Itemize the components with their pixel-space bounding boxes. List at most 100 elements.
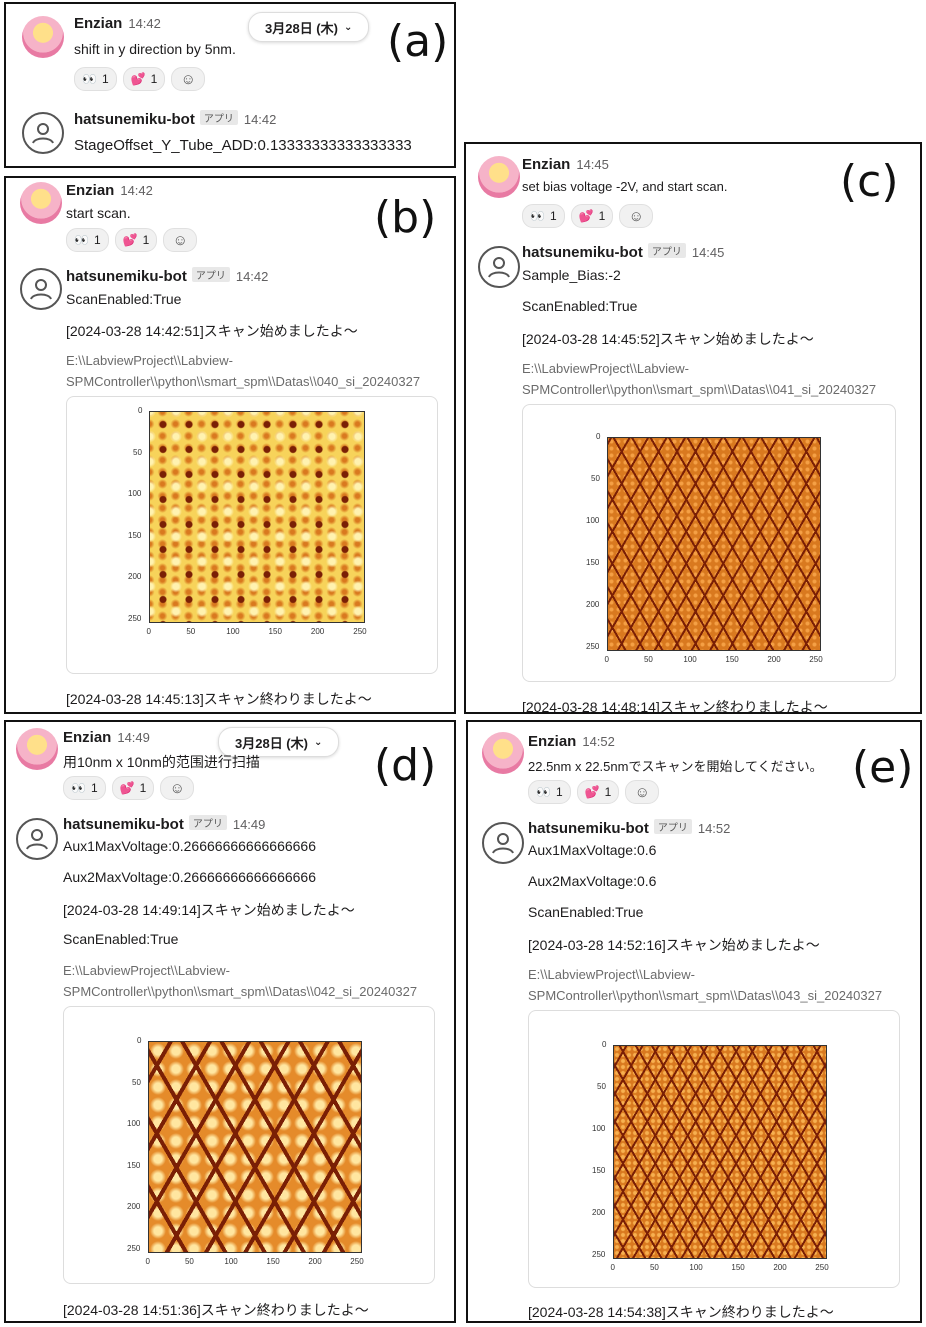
- stm-image[interactable]: [613, 1045, 827, 1259]
- x-tick-label: 50: [184, 1257, 194, 1266]
- bot-line: [2024-03-28 14:45:52]スキャン始めましたよ〜: [522, 331, 814, 347]
- reaction-heart[interactable]: 💕1: [576, 780, 620, 804]
- panel-label: (a): [387, 16, 449, 67]
- avatar[interactable]: [478, 156, 520, 198]
- timestamp[interactable]: 14:52: [697, 821, 731, 836]
- reaction-heart[interactable]: 💕1: [111, 776, 155, 800]
- x-tick-label: 50: [186, 627, 196, 636]
- x-tick-label: 50: [649, 1263, 659, 1272]
- bot-name[interactable]: hatsunemiku-bot: [63, 816, 184, 833]
- avatar[interactable]: [22, 16, 64, 58]
- y-tick-label: 150: [128, 530, 142, 540]
- add-reaction-icon[interactable]: ☺: [160, 776, 195, 800]
- user-name-row: Enzian 14:49: [63, 729, 150, 746]
- user-name[interactable]: Enzian: [63, 729, 112, 746]
- bot-avatar[interactable]: [16, 818, 58, 860]
- reaction-heart[interactable]: 💕1: [122, 67, 166, 91]
- user-name-row: Enzian 14:45: [522, 156, 609, 173]
- message-text: 用10nm x 10nm的范围进行扫描: [63, 754, 260, 770]
- path-line: E:\\LabviewProject\\Labview-: [66, 353, 233, 368]
- timestamp[interactable]: 14:52: [582, 734, 615, 749]
- stm-image[interactable]: [607, 437, 821, 651]
- timestamp[interactable]: 14:42: [243, 112, 277, 127]
- bot-avatar[interactable]: [482, 822, 524, 864]
- stm-image[interactable]: [148, 1041, 362, 1253]
- x-tick-label: 150: [725, 655, 739, 664]
- reaction-eyes[interactable]: 👀1: [528, 780, 571, 804]
- timestamp[interactable]: 14:49: [232, 817, 266, 832]
- add-reaction-icon[interactable]: ☺: [625, 780, 660, 804]
- reactions: 👀1 💕1 ☺: [63, 776, 195, 800]
- bot-name[interactable]: hatsunemiku-bot: [66, 268, 187, 285]
- eyes-icon: 👀: [74, 233, 89, 247]
- reaction-eyes[interactable]: 👀1: [63, 776, 106, 800]
- message-text: start scan.: [66, 205, 131, 221]
- bot-line: ScanEnabled:True: [63, 931, 179, 947]
- reaction-eyes[interactable]: 👀1: [66, 228, 109, 252]
- y-tick-label: 150: [127, 1160, 141, 1170]
- bot-name[interactable]: hatsunemiku-bot: [74, 111, 195, 128]
- reaction-heart[interactable]: 💕1: [570, 204, 614, 228]
- user-name-row: Enzian 14:42: [66, 182, 153, 199]
- y-tick-label: 200: [592, 1207, 606, 1217]
- bot-line: Aux1MaxVoltage:0.6: [528, 842, 657, 858]
- x-tick-label: 0: [610, 1263, 615, 1272]
- timestamp[interactable]: 14:49: [117, 730, 150, 745]
- bot-name[interactable]: hatsunemiku-bot: [522, 244, 643, 261]
- user-name[interactable]: Enzian: [74, 15, 123, 32]
- add-reaction-icon[interactable]: ☺: [163, 228, 198, 252]
- timestamp[interactable]: 14:45: [691, 245, 725, 260]
- x-tick-label: 100: [226, 627, 240, 636]
- x-tick-label: 250: [815, 1263, 829, 1272]
- x-tick-label: 100: [689, 1263, 703, 1272]
- date-pill[interactable]: 3月28日 (木)⌄: [248, 12, 370, 42]
- add-reaction-icon[interactable]: ☺: [171, 67, 206, 91]
- reaction-eyes[interactable]: 👀1: [522, 204, 565, 228]
- bot-avatar[interactable]: [20, 268, 62, 310]
- timestamp[interactable]: 14:42: [120, 183, 153, 198]
- user-name-row: Enzian 14:42: [74, 15, 161, 32]
- reaction-eyes[interactable]: 👀1: [74, 67, 117, 91]
- avatar[interactable]: [482, 732, 524, 774]
- path-line: E:\\LabviewProject\\Labview-: [63, 963, 230, 978]
- y-tick-label: 100: [586, 515, 600, 525]
- chevron-down-icon: ⌄: [343, 21, 353, 33]
- file-path: E:\\LabviewProject\\Labview-SPMControlle…: [522, 358, 876, 400]
- bot-avatar[interactable]: [22, 112, 64, 154]
- add-reaction-icon[interactable]: ☺: [619, 204, 654, 228]
- bot-avatar[interactable]: [478, 246, 520, 288]
- bot-name[interactable]: hatsunemiku-bot: [528, 820, 649, 837]
- y-tick-label: 0: [602, 1040, 607, 1049]
- y-tick-label: 200: [586, 599, 600, 609]
- y-tick-label: 50: [597, 1081, 606, 1091]
- panel-a: (a) 3月28日 (木)⌄ Enzian 14:42 shift in y di…: [4, 2, 456, 168]
- stm-image[interactable]: [149, 411, 365, 623]
- user-name[interactable]: Enzian: [528, 733, 577, 750]
- x-tick-label: 100: [224, 1257, 238, 1266]
- timestamp[interactable]: 14:45: [576, 157, 609, 172]
- reaction-heart[interactable]: 💕1: [114, 228, 158, 252]
- date-pill[interactable]: 3月28日 (木)⌄: [218, 727, 340, 757]
- reaction-count: 1: [150, 72, 158, 86]
- reactions: 👀1 💕1 ☺: [66, 228, 198, 252]
- reaction-count: 1: [549, 209, 557, 223]
- avatar[interactable]: [20, 182, 62, 224]
- x-tick-label: 0: [146, 627, 151, 636]
- y-tick-label: 250: [127, 1243, 141, 1253]
- user-name[interactable]: Enzian: [66, 182, 115, 199]
- timestamp[interactable]: 14:42: [128, 16, 161, 31]
- timestamp[interactable]: 14:42: [235, 269, 269, 284]
- message-text: 22.5nm x 22.5nmでスキャンを開始してください。: [528, 759, 823, 774]
- date-text: 3月28日 (木): [235, 735, 308, 751]
- message-text: shift in y direction by 5nm.: [74, 41, 236, 57]
- avatar[interactable]: [16, 728, 58, 770]
- user-name[interactable]: Enzian: [522, 156, 571, 173]
- file-path: E:\\LabviewProject\\Labview-SPMControlle…: [66, 350, 420, 392]
